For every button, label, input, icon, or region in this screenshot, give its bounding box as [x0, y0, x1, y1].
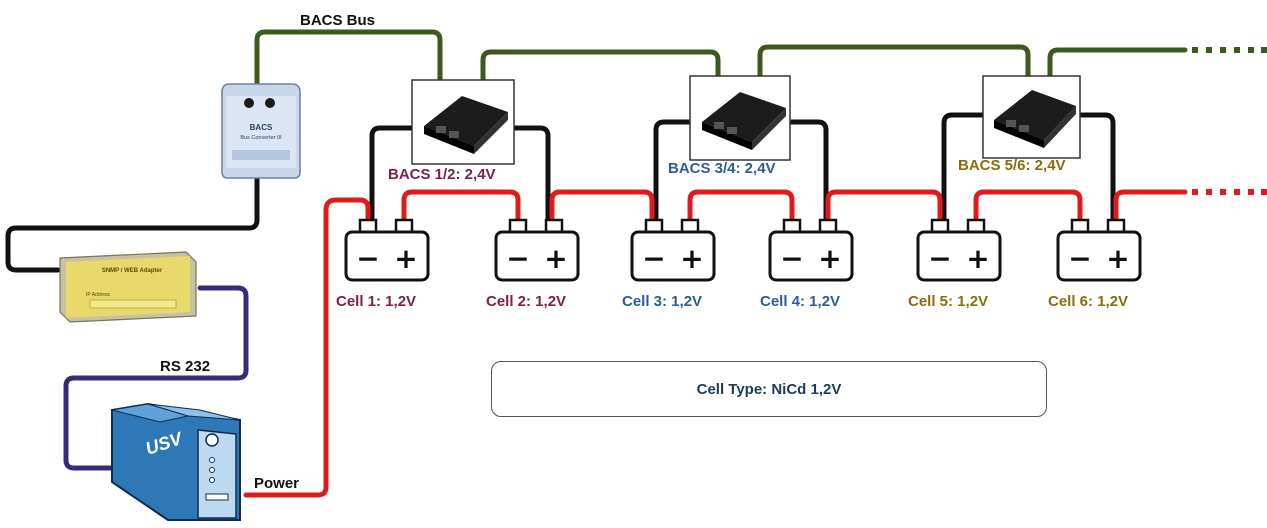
usv-ups-device: USV [111, 402, 241, 521]
adapter-ip-label: IP Address [86, 292, 111, 298]
plus-symbol: + [966, 242, 989, 275]
bus-wire-converter-to-module-1 [254, 29, 443, 87]
battery-body [494, 230, 580, 282]
bus-wire-module-3-out [1047, 47, 1188, 81]
battery-cell-6: −+ [1056, 218, 1142, 282]
minus-symbol: − [928, 242, 951, 275]
rs232-wire [63, 285, 249, 471]
positive-terminal [966, 218, 986, 234]
battery-body [1056, 230, 1142, 282]
cell-label-3: Cell 3: 1,2V [622, 293, 702, 310]
rs232-label: RS 232 [160, 358, 210, 375]
converter-led-left [244, 98, 254, 108]
converter-led-right [265, 98, 275, 108]
power-feed [243, 197, 371, 498]
bacs-bus-wires [254, 29, 1188, 87]
plus-symbol: + [544, 242, 567, 275]
power-continuation-dots [1192, 189, 1267, 195]
module-3-sense-left [941, 112, 986, 221]
negative-terminal [508, 218, 528, 234]
negative-terminal [1070, 218, 1090, 234]
plus-symbol: + [818, 242, 841, 275]
module-2-sense-left [653, 119, 693, 221]
bacs-module-3 [982, 75, 1081, 159]
battery-cell-1: −+ [344, 218, 430, 282]
module-2-sense-right [787, 119, 829, 221]
usv-power-button-icon [205, 433, 219, 447]
module-2-label: BACS 3/4: 2,4V [668, 160, 776, 177]
battery-body [630, 230, 716, 282]
minus-symbol: − [356, 242, 379, 275]
wire-converter-to-adapter [5, 173, 260, 273]
sense-wires [5, 112, 1116, 273]
module-3-sense-right [1077, 112, 1116, 221]
adapter-title: SNMP / WEB Adapter [102, 268, 163, 274]
module-1-label: BACS 1/2: 2,4V [388, 166, 496, 183]
cell-label-6: Cell 6: 1,2V [1048, 293, 1128, 310]
cell-type-info-box: Cell Type: NiCd 1,2V [491, 361, 1047, 417]
series-link-cell-6-out [1113, 189, 1188, 221]
bus-wire-module-1-to-2 [480, 49, 721, 83]
battery-body [768, 230, 854, 282]
cell-label-5: Cell 5: 1,2V [908, 293, 988, 310]
positive-terminal [680, 218, 700, 234]
bus-wire-module-2-to-3 [757, 44, 1031, 81]
negative-terminal [930, 218, 950, 234]
converter-title: BACS [250, 123, 273, 132]
cell-label-4: Cell 4: 1,2V [760, 293, 840, 310]
battery-cell-5: −+ [916, 218, 1002, 282]
series-link-cell-1-2 [401, 189, 521, 221]
positive-terminal [394, 218, 414, 234]
negative-terminal [644, 218, 664, 234]
power-wires [243, 189, 1188, 498]
plus-symbol: + [1106, 242, 1129, 275]
negative-terminal [782, 218, 802, 234]
minus-symbol: − [1068, 242, 1091, 275]
cell-label-2: Cell 2: 1,2V [486, 293, 566, 310]
module-1-sense-right [511, 125, 551, 221]
series-link-cell-3-4 [687, 189, 795, 221]
series-link-cell-2-3 [549, 189, 655, 221]
series-link-cell-4-5 [825, 189, 943, 221]
bacs-module-1 [411, 79, 515, 165]
plus-symbol: + [394, 242, 417, 275]
bus-continuation-dots [1192, 47, 1267, 53]
bus-converter-device: BACS Bus Converter III [221, 83, 301, 179]
module-3-label: BACS 5/6: 2,4V [958, 157, 1066, 174]
minus-symbol: − [506, 242, 529, 275]
plus-symbol: + [680, 242, 703, 275]
power-label: Power [254, 475, 299, 492]
battery-cells: −+−+−+−+−+−+ [344, 218, 1142, 282]
bacs-module-2 [689, 75, 791, 161]
snmp-web-adapter-device: SNMP / WEB Adapter IP Address [59, 251, 197, 323]
battery-body [916, 230, 1002, 282]
battery-cell-3: −+ [630, 218, 716, 282]
minus-symbol: − [780, 242, 803, 275]
minus-symbol: − [642, 242, 665, 275]
battery-body [344, 230, 430, 282]
battery-cell-4: −+ [768, 218, 854, 282]
cell-label-1: Cell 1: 1,2V [336, 293, 416, 310]
bacs-bus-label: BACS Bus [300, 12, 375, 29]
module-1-sense-left [369, 125, 415, 221]
battery-cell-2: −+ [494, 218, 580, 282]
negative-terminal [358, 218, 378, 234]
positive-terminal [818, 218, 838, 234]
converter-subtitle: Bus Converter III [240, 135, 282, 141]
cell-labels: Cell 1: 1,2V Cell 2: 1,2V Cell 3: 1,2V Cell… [336, 293, 1128, 310]
cell-type-label: Cell Type: NiCd 1,2V [696, 380, 842, 398]
series-link-cell-5-6 [973, 189, 1083, 221]
positive-terminal [544, 218, 564, 234]
positive-terminal [1106, 218, 1126, 234]
